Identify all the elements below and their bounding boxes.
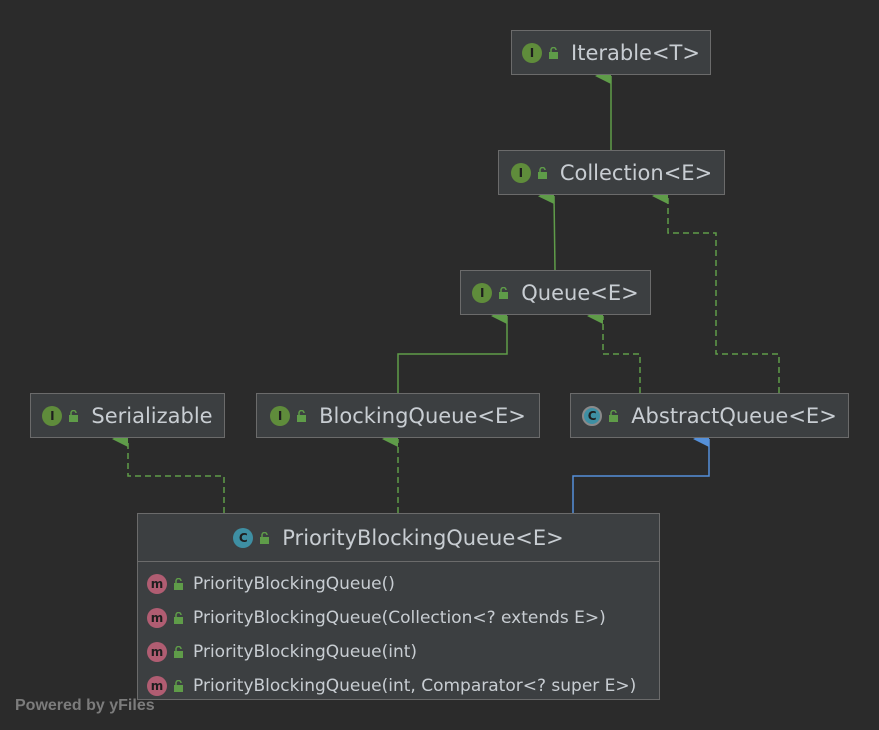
node-label: Queue<E> — [521, 280, 639, 305]
edge-blockingqueue-queue — [397, 308, 508, 393]
class-header: C PriorityBlockingQueue<E> — [138, 514, 659, 562]
method-label: PriorityBlockingQueue(int, Comparator<? … — [193, 676, 637, 696]
interface-icon: I — [472, 282, 493, 303]
public-lock-icon — [608, 409, 619, 422]
method-icon: m — [147, 608, 167, 628]
node-collection[interactable]: I Collection<E> — [498, 150, 725, 195]
interface-icon: I — [510, 162, 531, 183]
abstract-class-icon: C — [582, 405, 603, 426]
interface-icon: I — [42, 405, 63, 426]
method-icon: m — [147, 642, 167, 662]
edge-queue-collection — [538, 188, 556, 271]
public-lock-icon — [68, 409, 79, 422]
node-label: Iterable<T> — [571, 40, 700, 65]
public-lock-icon — [173, 578, 184, 590]
public-lock-icon — [537, 166, 548, 179]
edge-pbq-serializable — [112, 431, 225, 513]
node-blockingqueue[interactable]: I BlockingQueue<E> — [256, 393, 540, 438]
edge-pbq-abstractqueue — [572, 431, 710, 513]
node-label: Collection<E> — [559, 160, 713, 185]
method-label: PriorityBlockingQueue(Collection<? exten… — [193, 608, 606, 628]
interface-icon: I — [522, 42, 543, 63]
method-label: PriorityBlockingQueue(int) — [193, 642, 418, 662]
node-label: AbstractQueue<E> — [631, 403, 837, 428]
method-row[interactable]: m PriorityBlockingQueue() — [138, 567, 659, 601]
node-abstractqueue[interactable]: C AbstractQueue<E> — [570, 393, 849, 438]
public-lock-icon — [259, 531, 270, 544]
powered-by-label: Powered by yFiles — [15, 697, 155, 714]
method-row[interactable]: m PriorityBlockingQueue(int) — [138, 635, 659, 669]
public-lock-icon — [296, 409, 307, 422]
method-icon: m — [147, 676, 167, 696]
class-icon: C — [233, 527, 254, 548]
method-row[interactable]: m PriorityBlockingQueue(int, Comparator<… — [138, 669, 659, 703]
public-lock-icon — [173, 646, 184, 658]
public-lock-icon — [498, 286, 509, 299]
public-lock-icon — [173, 612, 184, 624]
node-priorityblockingqueue[interactable]: C PriorityBlockingQueue<E> m PriorityBlo… — [137, 513, 660, 700]
class-label: PriorityBlockingQueue<E> — [282, 525, 564, 550]
edge-abstractqueue-queue — [587, 308, 641, 393]
method-row[interactable]: m PriorityBlockingQueue(Collection<? ext… — [138, 601, 659, 635]
interface-icon: I — [270, 405, 291, 426]
edge-abstractqueue-collection — [652, 188, 780, 393]
node-label: BlockingQueue<E> — [319, 403, 526, 428]
node-queue[interactable]: I Queue<E> — [460, 270, 651, 315]
public-lock-icon — [548, 46, 559, 59]
public-lock-icon — [173, 680, 184, 692]
node-label: Serializable — [91, 403, 213, 428]
node-serializable[interactable]: I Serializable — [30, 393, 225, 438]
method-icon: m — [147, 574, 167, 594]
node-iterable[interactable]: I Iterable<T> — [511, 30, 711, 75]
method-label: PriorityBlockingQueue() — [193, 574, 395, 594]
